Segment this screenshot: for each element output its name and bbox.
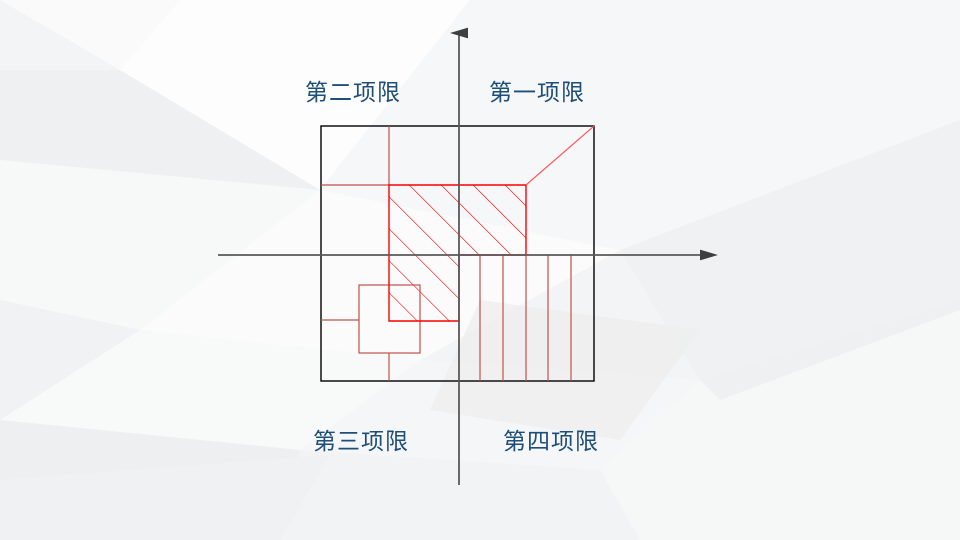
hatched-region — [389, 185, 526, 321]
quadrant-2-label: 第二项限 — [305, 79, 401, 105]
diagonal-extension-line — [525, 125, 595, 186]
quadrant-3-label: 第三项限 — [313, 428, 409, 454]
quadrant-1-label: 第一项限 — [489, 79, 585, 105]
outer-box — [320, 125, 595, 382]
quadrant-4-label: 第四项限 — [503, 428, 599, 454]
